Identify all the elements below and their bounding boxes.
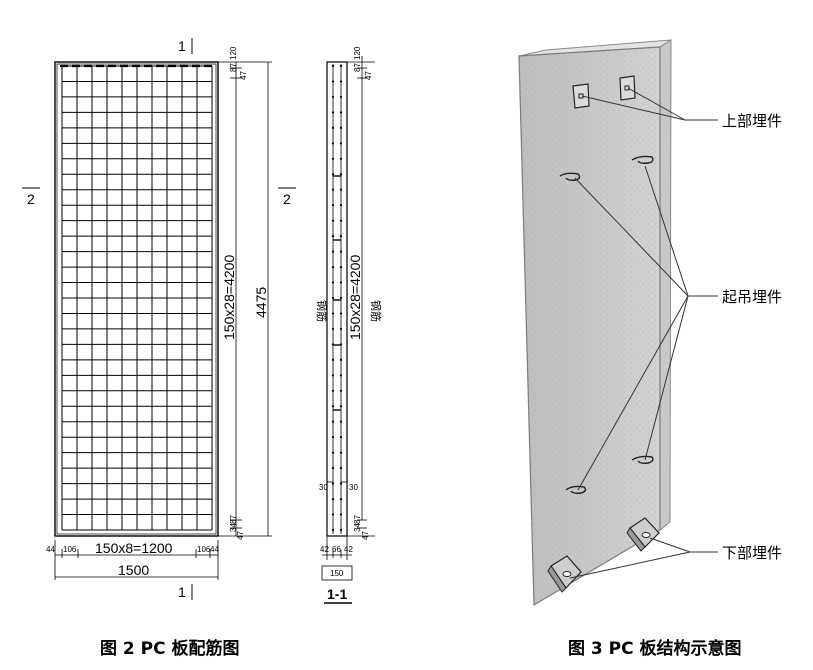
dim-bottom-small-3: 47	[236, 531, 245, 540]
section-bot-small-3: 47	[361, 531, 370, 540]
section-top-small-1: 120	[353, 46, 362, 60]
dim-bottom-detail: 150x8=1200	[95, 540, 173, 556]
section-bot-small-2: 87	[353, 515, 362, 524]
dim-top-small-3: 47	[239, 71, 248, 80]
section-1-label-top: 1	[178, 38, 186, 54]
lifting-insert-top-left	[559, 172, 581, 181]
figure-2-caption: 图 2 PC 板配筋图	[100, 638, 240, 659]
panel-side-face	[659, 39, 672, 532]
dim-top-small-2: 87	[229, 63, 238, 72]
section-top-dims	[347, 56, 375, 84]
section-top-small-2: 87	[353, 63, 362, 72]
figure-2-rebar-drawing: 1 1 2 2 44 106 150x8=1200 106 44 1500	[22, 38, 296, 600]
dim-bottom-right-b: 44	[210, 545, 219, 554]
section-bottom-dims	[322, 519, 375, 560]
section-30-right: 30	[349, 483, 358, 492]
label-lifting-insert: 起吊埋件	[722, 288, 782, 306]
section-outline	[326, 61, 348, 537]
dim-bottom-right-a: 106	[197, 545, 211, 554]
section-left-label: 钢筋	[315, 300, 329, 322]
section-2-label-right: 2	[283, 191, 291, 207]
dim-total-height: 4475	[253, 287, 269, 318]
panel-front-texture	[519, 47, 660, 605]
section-thickness: 150	[330, 569, 344, 578]
dim-bottom-left-b: 106	[63, 545, 77, 554]
section-1-label-bottom: 1	[178, 584, 186, 600]
rebar-grid	[61, 65, 213, 531]
section-inserts	[333, 175, 341, 411]
dim-bottom-small-1: 34	[229, 523, 238, 532]
section-bottom-small-2: 66	[332, 545, 341, 554]
section-right-label: 钢筋	[369, 300, 383, 322]
section-30-left: 30	[319, 483, 328, 492]
right-dimensions	[218, 61, 272, 537]
label-lower-insert: 下部埋件	[722, 544, 782, 562]
upper-insert-right	[619, 75, 636, 101]
section-thickness-box	[321, 565, 353, 581]
dim-top-small-1: 120	[229, 46, 238, 60]
section-title: 1-1	[327, 586, 347, 602]
section-top-small-3: 47	[364, 71, 373, 80]
section-rebar-dots	[331, 64, 343, 532]
label-upper-insert: 上部埋件	[722, 112, 782, 130]
panel-inner-outline	[56, 63, 217, 535]
dim-total-width: 1500	[118, 562, 149, 578]
dim-height-detail: 150x28=4200	[221, 255, 237, 340]
dim-bottom-left-a: 44	[46, 545, 55, 554]
section-dim-height-detail: 150x28=4200	[347, 255, 363, 340]
lower-insert-left	[547, 555, 582, 593]
lifting-insert-top-right	[631, 155, 654, 164]
bottom-dimensions	[54, 540, 219, 580]
section-bot-small-1: 34	[353, 523, 362, 532]
figure-3-panel-3d: 上部埋件 起吊埋件 下部埋件	[518, 39, 782, 607]
panel-outline	[54, 61, 219, 537]
section-bottom-small-1: 42	[320, 545, 329, 554]
lifting-insert-bottom-right	[631, 455, 654, 464]
section-bottom-small-3: 42	[344, 545, 353, 554]
section-2-label-left: 2	[27, 191, 35, 207]
upper-insert-left	[572, 83, 590, 109]
dim-bottom-small-2: 87	[229, 515, 238, 524]
figure-3-caption: 图 3 PC 板结构示意图	[568, 638, 742, 659]
lower-insert-right	[626, 517, 660, 552]
section-1-1: 120 87 47 150x28=4200 钢筋 钢筋 30 30 34 87 …	[315, 46, 383, 604]
lifting-insert-bottom-left	[565, 485, 587, 494]
leader-lines	[569, 87, 718, 579]
